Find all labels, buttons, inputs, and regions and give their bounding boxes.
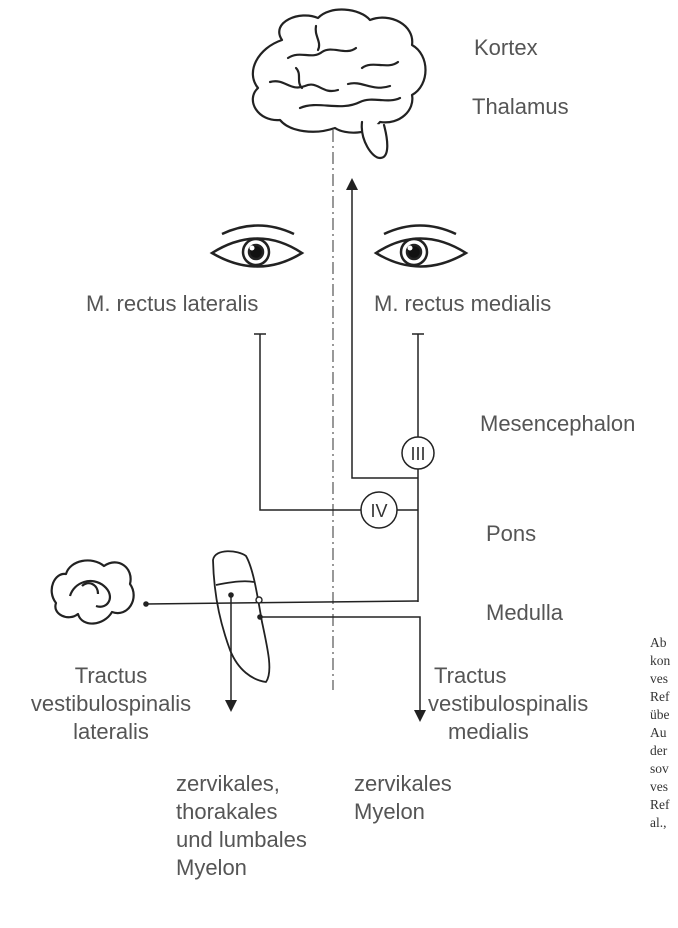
- vestibular-input: [143, 597, 418, 607]
- level-thalamus: Thalamus: [472, 93, 569, 121]
- target-lateral-label: zervikales, thorakales und lumbales Myel…: [176, 770, 307, 882]
- level-medulla: Medulla: [486, 599, 563, 627]
- tract-lateral-label: Tractus vestibulospinalis lateralis: [0, 662, 222, 746]
- medial-tract-pathway: [257, 614, 426, 722]
- inner-ear-icon: [52, 560, 134, 623]
- lateral-rectus-pathway: [254, 334, 418, 510]
- muscle-rectus-lateralis: M. rectus lateralis: [86, 290, 258, 318]
- nucleus-iii-label: III: [410, 444, 425, 464]
- level-kortex: Kortex: [474, 34, 538, 62]
- target-medial-label: zervikales Myelon: [354, 770, 452, 826]
- tract-medial-label: Tractus vestibulospinalis medialis: [428, 662, 654, 746]
- right-eye-icon: [376, 226, 466, 267]
- left-eye-icon: [212, 226, 302, 267]
- nucleus-iv-label: IV: [370, 501, 387, 521]
- brain-icon: [253, 10, 426, 158]
- figure-caption-fragment: Ab kon ves Ref übe Au der sov ves Ref al…: [650, 634, 678, 832]
- muscle-rectus-medialis: M. rectus medialis: [374, 290, 551, 318]
- ascending-pathway: [346, 178, 418, 478]
- level-mesencephalon: Mesencephalon: [480, 410, 635, 438]
- level-pons: Pons: [486, 520, 536, 548]
